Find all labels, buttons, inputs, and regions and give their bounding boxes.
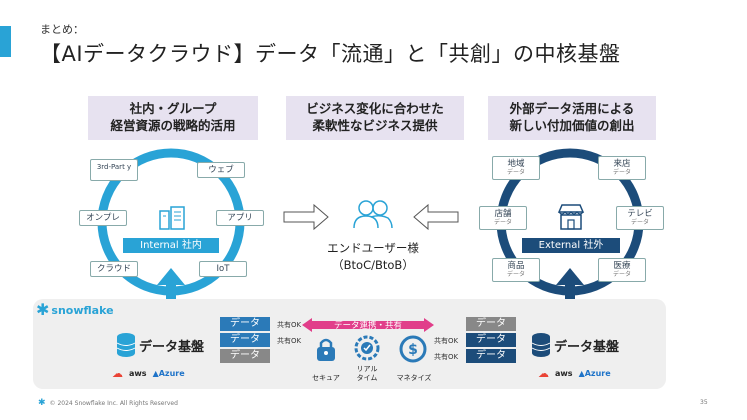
left-header-line1: 社内・グループ xyxy=(129,101,217,116)
platform-panel xyxy=(33,299,666,389)
chip-thirdparty: 3rd-Part y xyxy=(90,159,138,181)
chip-shop: 店舗データ xyxy=(479,206,527,230)
center-header-line1: ビジネス変化に合わせた xyxy=(306,101,444,116)
left-database-icon xyxy=(116,333,136,357)
right-data-3: データ xyxy=(466,349,516,363)
snowflake-icon: ✱ xyxy=(36,300,50,319)
right-share-ok-2: 共有OK xyxy=(434,353,459,361)
right-column-header: 外部データ活用による 新しい付加価値の創出 xyxy=(488,96,656,140)
left-share-ok-2: 共有OK xyxy=(277,337,302,345)
left-base-label: データ基盤 xyxy=(139,340,205,355)
feature-monetize: マネタイズ xyxy=(396,374,432,382)
realtime-gear-icon xyxy=(354,335,380,361)
chip-shop-label: 店舗 xyxy=(494,209,512,219)
svg-text:$: $ xyxy=(408,342,418,358)
left-header-line2: 経営資源の戦略的活用 xyxy=(110,118,236,133)
snowflake-brand: snowflake xyxy=(51,303,114,317)
azure-label: Azure xyxy=(158,369,185,378)
aws-logo: aws xyxy=(555,369,573,378)
aws-logo: aws xyxy=(129,369,147,378)
azure-icon: ▲ xyxy=(578,369,585,378)
center-header-line2: 柔軟性なビジネス提供 xyxy=(312,118,438,133)
lock-icon xyxy=(317,338,335,361)
internal-label: Internal 社内 xyxy=(123,238,219,253)
left-data-1: データ xyxy=(220,317,270,331)
right-data-2: データ xyxy=(466,333,516,347)
left-cloud-logos: ☁ aws ▲Azure xyxy=(112,367,185,380)
data-link-arrow xyxy=(302,318,434,332)
building-icon xyxy=(159,206,185,230)
feature-realtime-line1: リアル xyxy=(356,365,378,373)
external-label: External 社外 xyxy=(522,238,620,253)
right-header-line1: 外部データ活用による xyxy=(509,101,635,116)
chip-product-label: 商品 xyxy=(507,261,525,271)
title-accent-bar xyxy=(0,26,11,57)
right-share-ok-1: 共有OK xyxy=(434,337,459,345)
center-column-header: ビジネス変化に合わせた 柔軟性なビジネス提供 xyxy=(286,96,464,140)
right-data-1: データ xyxy=(466,317,516,331)
footer: ✱ © 2024 Snowflake Inc. All Rights Reser… xyxy=(38,398,178,408)
chip-medical-label: 医療 xyxy=(613,261,631,271)
chip-visit-label: 来店 xyxy=(613,159,631,169)
chip-tv-label: テレビ xyxy=(627,209,653,219)
store-icon xyxy=(557,204,585,230)
footer-snowflake-icon: ✱ xyxy=(38,398,46,408)
right-cloud-logos: ☁ aws ▲Azure xyxy=(538,367,611,380)
chip-shop-sub: データ xyxy=(493,219,512,226)
left-arrow xyxy=(283,203,329,231)
feature-secure: セキュア xyxy=(312,374,340,382)
users-icon xyxy=(353,200,393,229)
chip-region: 地域データ xyxy=(492,156,540,180)
chip-medical: 医療データ xyxy=(598,258,646,282)
chip-visit: 来店データ xyxy=(598,156,646,180)
chip-cloud: クラウド xyxy=(90,261,138,277)
right-arrow xyxy=(413,203,459,231)
end-user-sub: （BtoC/BtoB） xyxy=(332,258,414,272)
chip-tv: テレビデータ xyxy=(616,206,664,230)
azure-logo: ▲Azure xyxy=(153,369,185,378)
gcp-icon: ☁ xyxy=(538,367,549,380)
chip-product: 商品データ xyxy=(492,258,540,282)
chip-app: アプリ xyxy=(216,210,264,226)
right-database-icon xyxy=(531,333,551,357)
right-base-label: データ基盤 xyxy=(554,340,620,355)
chip-region-sub: データ xyxy=(506,169,525,176)
left-column-header: 社内・グループ 経営資源の戦略的活用 xyxy=(88,96,258,140)
azure-icon: ▲ xyxy=(152,369,159,378)
feature-realtime-line2: タイム xyxy=(356,374,378,382)
snowflake-logo: ✱ snowflake xyxy=(36,300,114,319)
azure-label: Azure xyxy=(584,369,611,378)
footer-copyright: © 2024 Snowflake Inc. All Rights Reserve… xyxy=(49,399,178,407)
data-link-label: データ連携・共有 xyxy=(333,321,402,331)
chip-onpre: オンプレ xyxy=(79,210,127,226)
azure-logo: ▲Azure xyxy=(579,369,611,378)
chip-medical-sub: データ xyxy=(612,271,631,278)
left-data-2: データ xyxy=(220,333,270,347)
page-title: 【AIデータクラウド】データ「流通」と「共創」の中核基盤 xyxy=(40,42,621,66)
left-share-ok-1: 共有OK xyxy=(277,321,302,329)
chip-visit-sub: データ xyxy=(612,169,631,176)
chip-product-sub: データ xyxy=(506,271,525,278)
right-header-line2: 新しい付加価値の創出 xyxy=(509,118,635,133)
chip-region-label: 地域 xyxy=(507,159,525,169)
chip-web: ウェブ xyxy=(197,162,245,178)
kicker-text: まとめ： xyxy=(40,23,84,36)
chip-iot: IoT xyxy=(199,261,247,277)
left-data-3: データ xyxy=(220,349,270,363)
end-user-label: エンドユーザー様 xyxy=(327,241,419,255)
page-number: 35 xyxy=(700,399,708,406)
feature-realtime: リアルタイム xyxy=(349,365,385,383)
gcp-icon: ☁ xyxy=(112,367,123,380)
chip-tv-sub: データ xyxy=(630,219,649,226)
dollar-icon: $ xyxy=(399,335,427,363)
